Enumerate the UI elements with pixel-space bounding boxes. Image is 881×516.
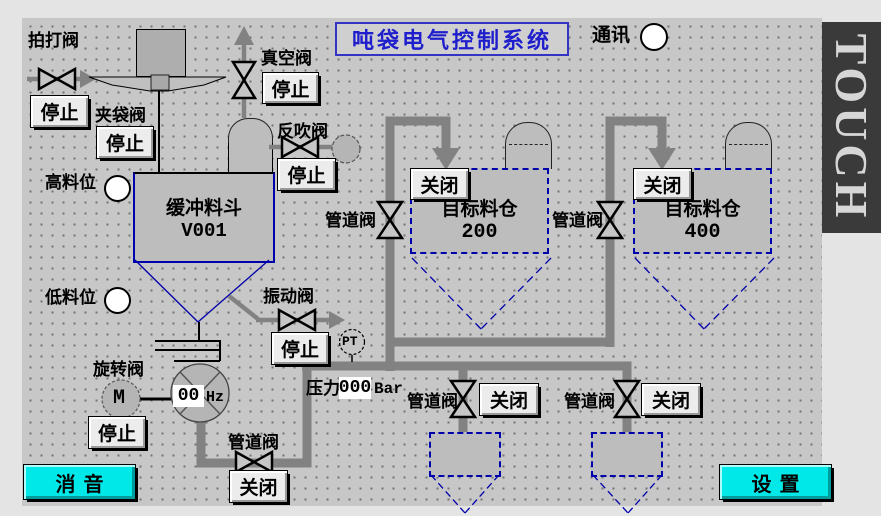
bin1-cone: [430, 474, 500, 514]
silo200-feed-arrow-icon: [432, 148, 460, 170]
touch-logo: TOUCH: [826, 33, 877, 222]
vacuum-valve-icon: [230, 60, 258, 100]
motor-circle: [101, 379, 141, 419]
flap-valve-icon: [37, 66, 77, 92]
close-button-bin1[interactable]: 关闭: [479, 383, 539, 416]
low-level-indicator: [104, 287, 131, 314]
silo200-cone: [411, 257, 552, 330]
pt-label: PT: [342, 334, 358, 349]
vibration-valve-icon: [277, 307, 317, 333]
page-title: 吨袋电气控制系统: [335, 22, 569, 56]
close-button-silo400[interactable]: 关闭: [633, 168, 692, 200]
bag-clamp-valve-label: 夹袋阀: [95, 106, 146, 126]
bin2-cone: [592, 474, 663, 514]
pressure-value[interactable]: 000: [338, 377, 372, 399]
freq-unit-label: Hz: [206, 389, 225, 406]
silo200-tag: 200: [461, 221, 498, 244]
bin-2: [591, 432, 663, 477]
close-button-bin2[interactable]: 关闭: [641, 383, 701, 416]
stop-button-blowback[interactable]: 停止: [277, 158, 336, 191]
feeder-bracket: [155, 340, 221, 362]
rotary-valve-label: 旋转阀: [93, 360, 144, 380]
silo200-dome: [505, 122, 552, 169]
pressure-unit-label: Bar: [374, 380, 403, 398]
pipe-valve-label-5: 管道阀: [228, 433, 279, 453]
flap-arrow-icon: [80, 70, 96, 88]
filter-dome: [228, 118, 273, 145]
pipe-valve-label-1: 管道阀: [325, 211, 376, 231]
high-level-label: 高料位: [45, 173, 96, 193]
dotted-background: [22, 18, 822, 506]
vacuum-valve-label: 真空阀: [261, 49, 312, 69]
frequency-value[interactable]: 00: [173, 385, 204, 407]
pipe-valve-label-3: 管道阀: [407, 392, 458, 412]
stop-button-vibration[interactable]: 停止: [271, 332, 329, 365]
vibration-valve-label: 振动阀: [263, 287, 314, 307]
bin-1: [429, 432, 501, 477]
stop-button-vacuum[interactable]: 停止: [262, 72, 319, 104]
motor-label: M: [113, 387, 126, 410]
pipe-valve-silo200-icon: [375, 200, 405, 240]
low-level-label: 低料位: [45, 288, 96, 308]
blowback-valve-label: 反吹阀: [277, 122, 328, 142]
hopper-name: 缓冲料斗: [165, 197, 242, 219]
flap-valve-label: 拍打阀: [28, 31, 79, 51]
pt-circle: [338, 328, 366, 356]
silo400-feed-arrow-icon: [648, 148, 676, 170]
close-button-bottom[interactable]: 关闭: [229, 470, 288, 503]
comm-label: 通讯: [592, 24, 631, 46]
buffer-hopper: 缓冲料斗 V001: [133, 172, 275, 263]
silo400-name: 目标料仓: [664, 198, 741, 220]
silo400-dome: [725, 122, 772, 169]
stop-button-rotary[interactable]: 停止: [88, 416, 146, 449]
high-level-indicator: [104, 175, 131, 202]
pipe-silo200-riser: [385, 116, 451, 371]
settings-button[interactable]: 设置: [719, 464, 832, 500]
vacuum-arrow-icon: [234, 26, 254, 45]
silo200-name: 目标料仓: [441, 198, 518, 220]
pressure-label: 压力: [306, 379, 340, 399]
touch-banner: TOUCH: [822, 22, 881, 233]
pipe-valve-bin1-icon: [448, 379, 478, 419]
filter-body: [228, 143, 273, 173]
pipe-valve-bottom-icon: [234, 449, 274, 475]
hopper-tag: V001: [181, 220, 227, 242]
vibration-arrow-icon: [329, 311, 345, 329]
blowback-valve-icon: [280, 134, 320, 160]
hopper-cone: [134, 259, 270, 323]
silo400-cone: [634, 257, 775, 330]
pipe-valve-label-2: 管道阀: [552, 211, 603, 231]
close-button-silo200[interactable]: 关闭: [410, 168, 469, 200]
pipe-valve-bin2-icon: [612, 379, 642, 419]
stop-button-flap[interactable]: 停止: [30, 95, 89, 128]
mute-button[interactable]: 消音: [23, 464, 136, 500]
silo400-tag: 400: [684, 221, 721, 244]
blower-circle: [331, 134, 361, 164]
stop-button-bag-clamp[interactable]: 停止: [96, 126, 154, 159]
pipe-valve-label-4: 管道阀: [564, 392, 615, 412]
bag-neck: [150, 74, 170, 91]
comm-indicator: [640, 23, 668, 51]
pipe-valve-silo400-icon: [595, 200, 625, 240]
